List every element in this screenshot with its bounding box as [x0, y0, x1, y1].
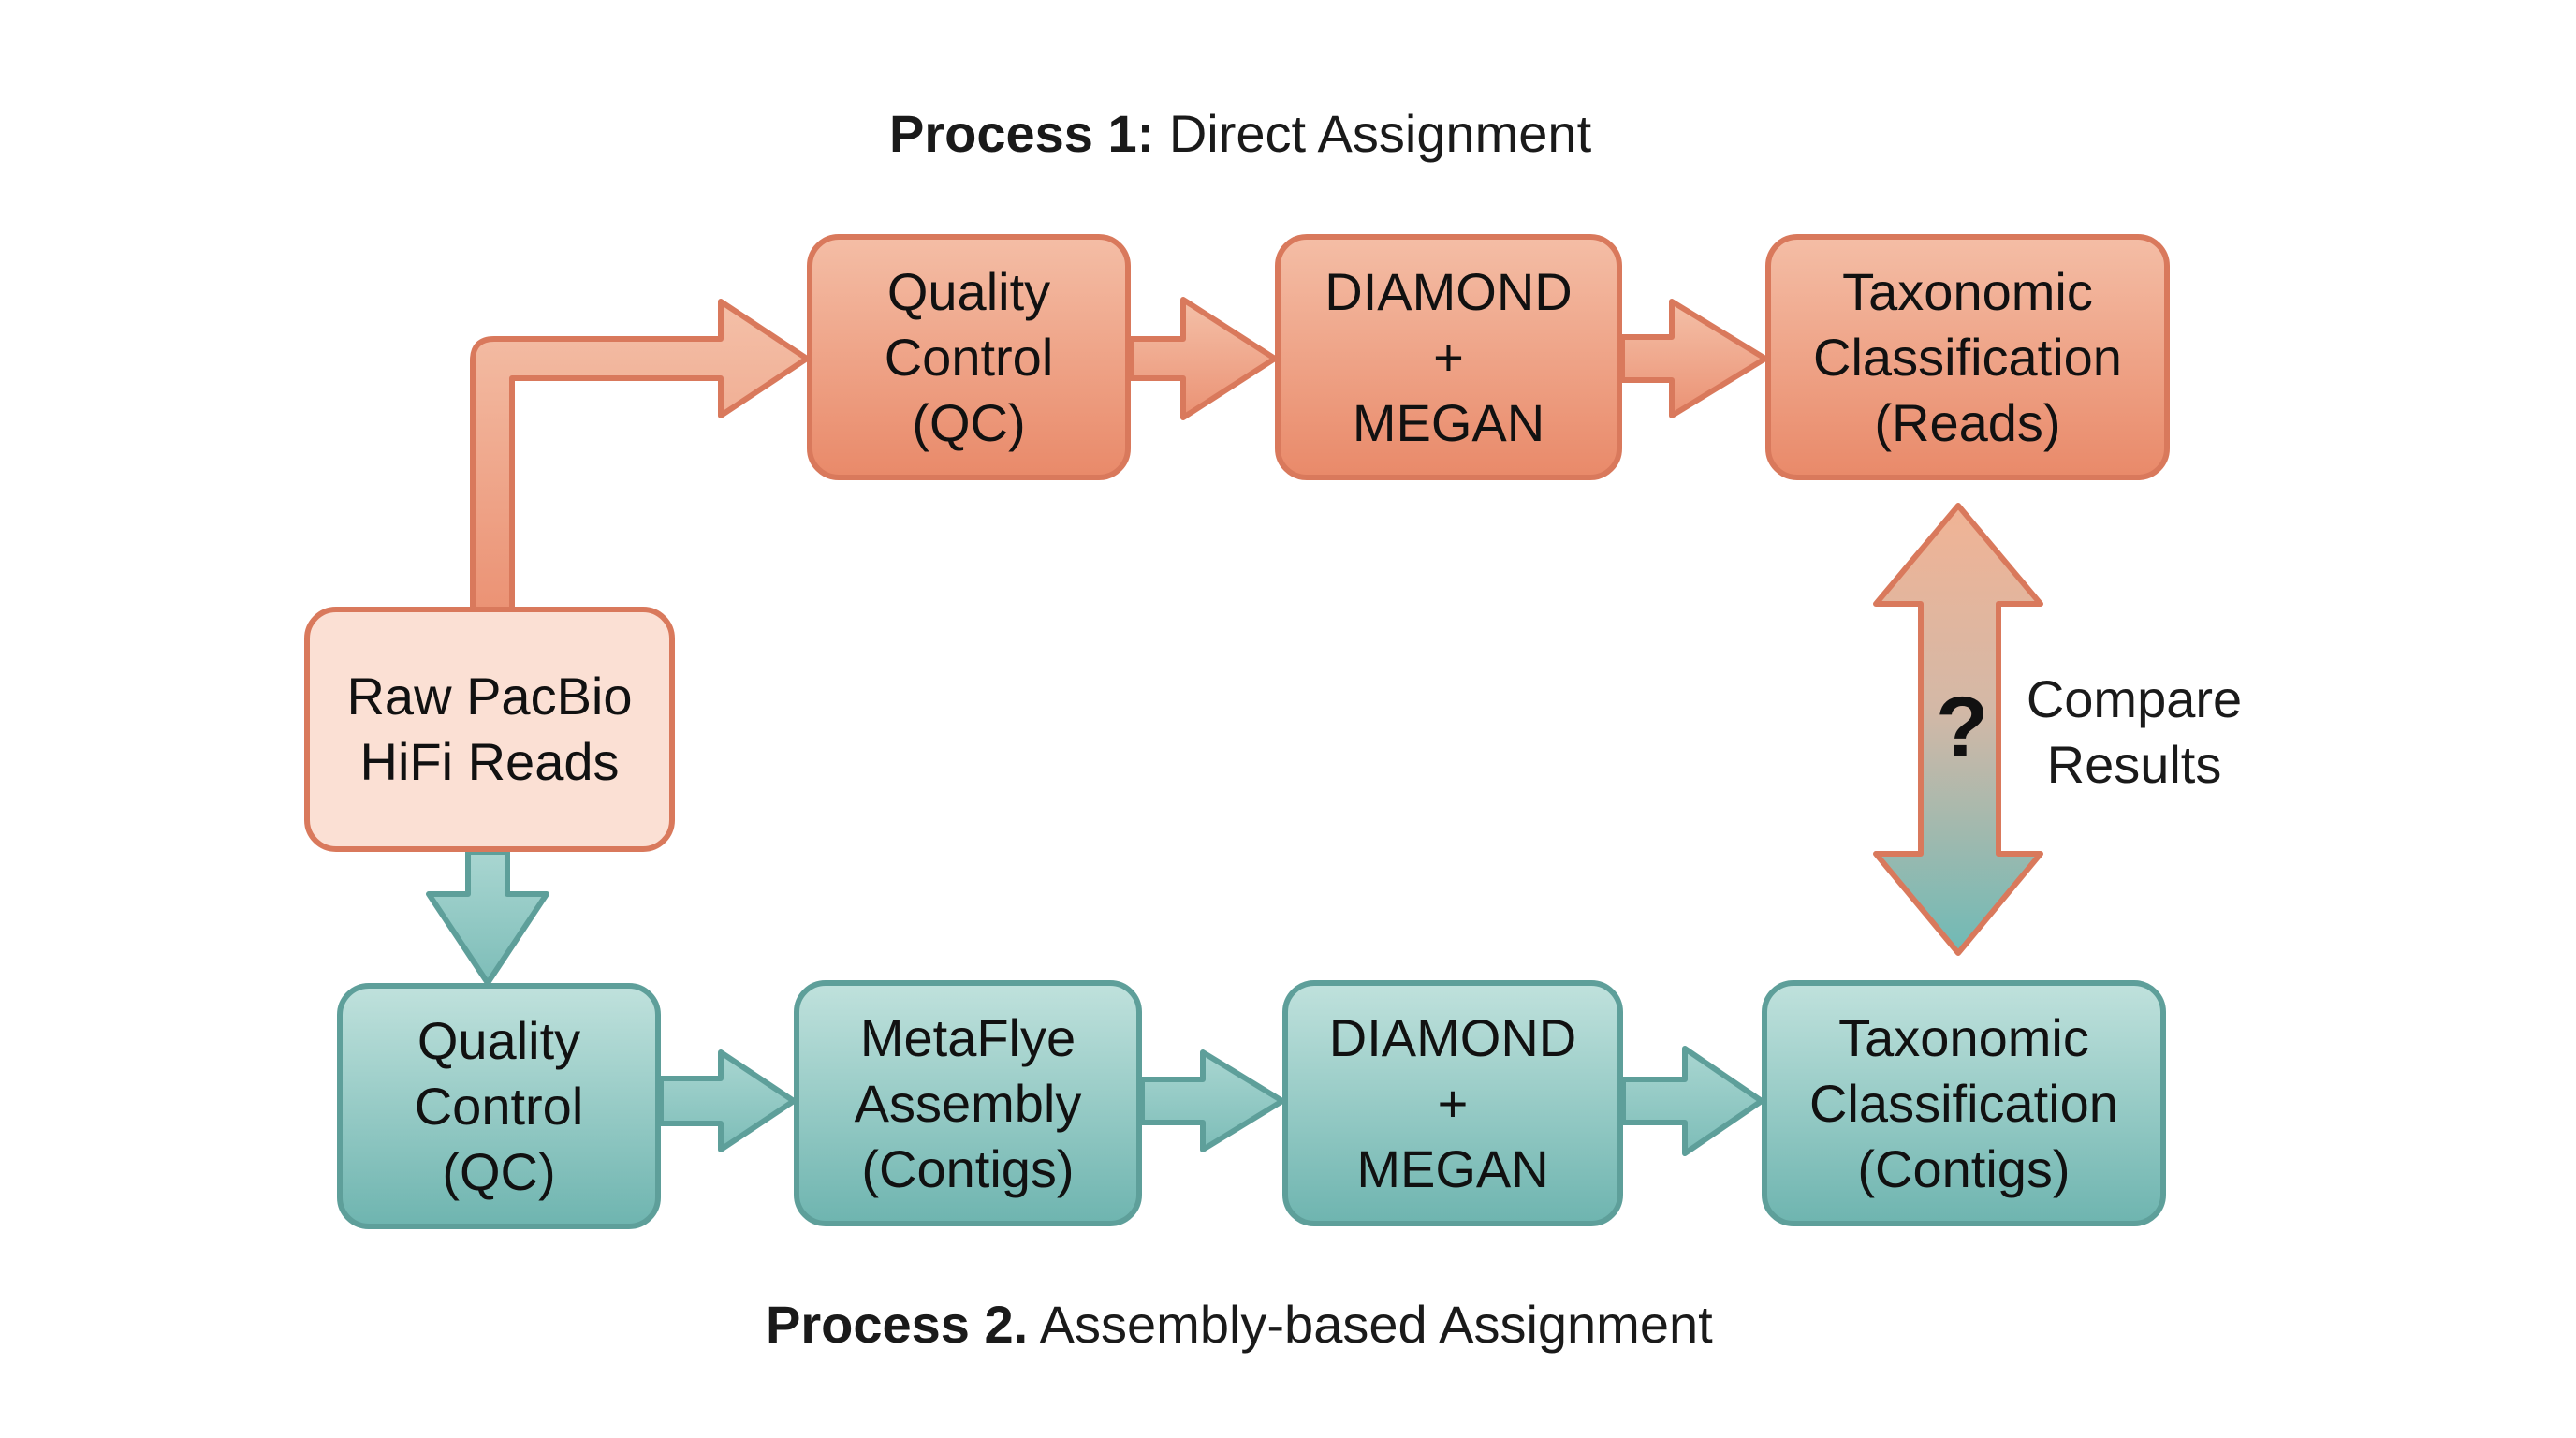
- p2-step4-line3: (Contigs): [1857, 1138, 2071, 1198]
- compare-line-1: Compare: [2026, 669, 2243, 728]
- p2-step1-line2: Control: [414, 1076, 584, 1136]
- p2-step2-line3: (Contigs): [861, 1138, 1075, 1198]
- p2-quality-control-box[interactable]: Quality Control (QC): [337, 983, 661, 1229]
- p1-step2-line2: +: [1433, 327, 1464, 387]
- p1-step3-line3: (Reads): [1874, 392, 2061, 452]
- process2-title-text: Assembly-based Assignment: [1039, 1295, 1713, 1354]
- process2-title: Process 2. Assembly-based Assignment: [766, 1294, 1713, 1355]
- p2-step4-line2: Classification: [1809, 1073, 2118, 1133]
- p1-step2-line1: DIAMOND: [1325, 261, 1573, 321]
- p2-step2-line2: Assembly: [854, 1073, 1082, 1133]
- p1-step1-line1: Quality: [886, 261, 1051, 321]
- p2-taxonomic-classification-contigs-box[interactable]: Taxonomic Classification (Contigs): [1762, 980, 2166, 1226]
- source-line-2: HiFi Reads: [359, 732, 620, 791]
- p2-step2-line1: MetaFlye: [859, 1007, 1076, 1067]
- process1-title-bold: Process 1:: [889, 104, 1155, 163]
- compare-double-arrow: [1873, 503, 2043, 956]
- p2-metaflye-assembly-box[interactable]: MetaFlye Assembly (Contigs): [794, 980, 1142, 1226]
- p2-step1-line1: Quality: [417, 1010, 581, 1070]
- arrow-source-to-p1-qc: [470, 299, 810, 616]
- p2-step3-line1: DIAMOND: [1328, 1007, 1577, 1067]
- p1-diamond-megan-box[interactable]: DIAMOND + MEGAN: [1275, 234, 1622, 480]
- process1-title-text: Direct Assignment: [1168, 104, 1592, 163]
- arrow-p2-diamond-to-taxonomic: [1620, 1046, 1764, 1156]
- arrow-p1-diamond-to-taxonomic: [1619, 299, 1768, 418]
- compare-line-2: Results: [2046, 735, 2222, 794]
- process1-title: Process 1: Direct Assignment: [889, 103, 1591, 164]
- p2-step3-line2: +: [1437, 1073, 1469, 1133]
- p1-step3-line1: Taxonomic: [1842, 261, 2093, 321]
- question-mark-icon: ?: [1936, 680, 1989, 775]
- p1-quality-control-box[interactable]: Quality Control (QC): [807, 234, 1131, 480]
- process2-title-bold: Process 2.: [766, 1295, 1029, 1354]
- arrow-p2-qc-to-metaflye: [658, 1049, 797, 1152]
- p1-step2-line3: MEGAN: [1352, 392, 1545, 452]
- arrow-p2-metaflye-to-diamond: [1139, 1049, 1285, 1152]
- p2-step4-line1: Taxonomic: [1838, 1007, 2089, 1067]
- p1-step1-line3: (QC): [912, 392, 1026, 452]
- p2-diamond-megan-box[interactable]: DIAMOND + MEGAN: [1282, 980, 1623, 1226]
- arrow-p1-qc-to-diamond: [1128, 297, 1278, 420]
- p2-step1-line3: (QC): [442, 1141, 556, 1201]
- p1-step3-line2: Classification: [1813, 327, 2122, 387]
- p2-step3-line3: MEGAN: [1356, 1138, 1549, 1198]
- p1-taxonomic-classification-reads-box[interactable]: Taxonomic Classification (Reads): [1765, 234, 2170, 480]
- source-raw-pacbio-hifi-reads[interactable]: Raw PacBio HiFi Reads: [304, 607, 675, 852]
- compare-results-label: Compare Results: [2012, 667, 2256, 798]
- arrow-source-to-p2-qc: [426, 849, 549, 986]
- p1-step1-line2: Control: [884, 327, 1054, 387]
- source-line-1: Raw PacBio: [346, 667, 633, 726]
